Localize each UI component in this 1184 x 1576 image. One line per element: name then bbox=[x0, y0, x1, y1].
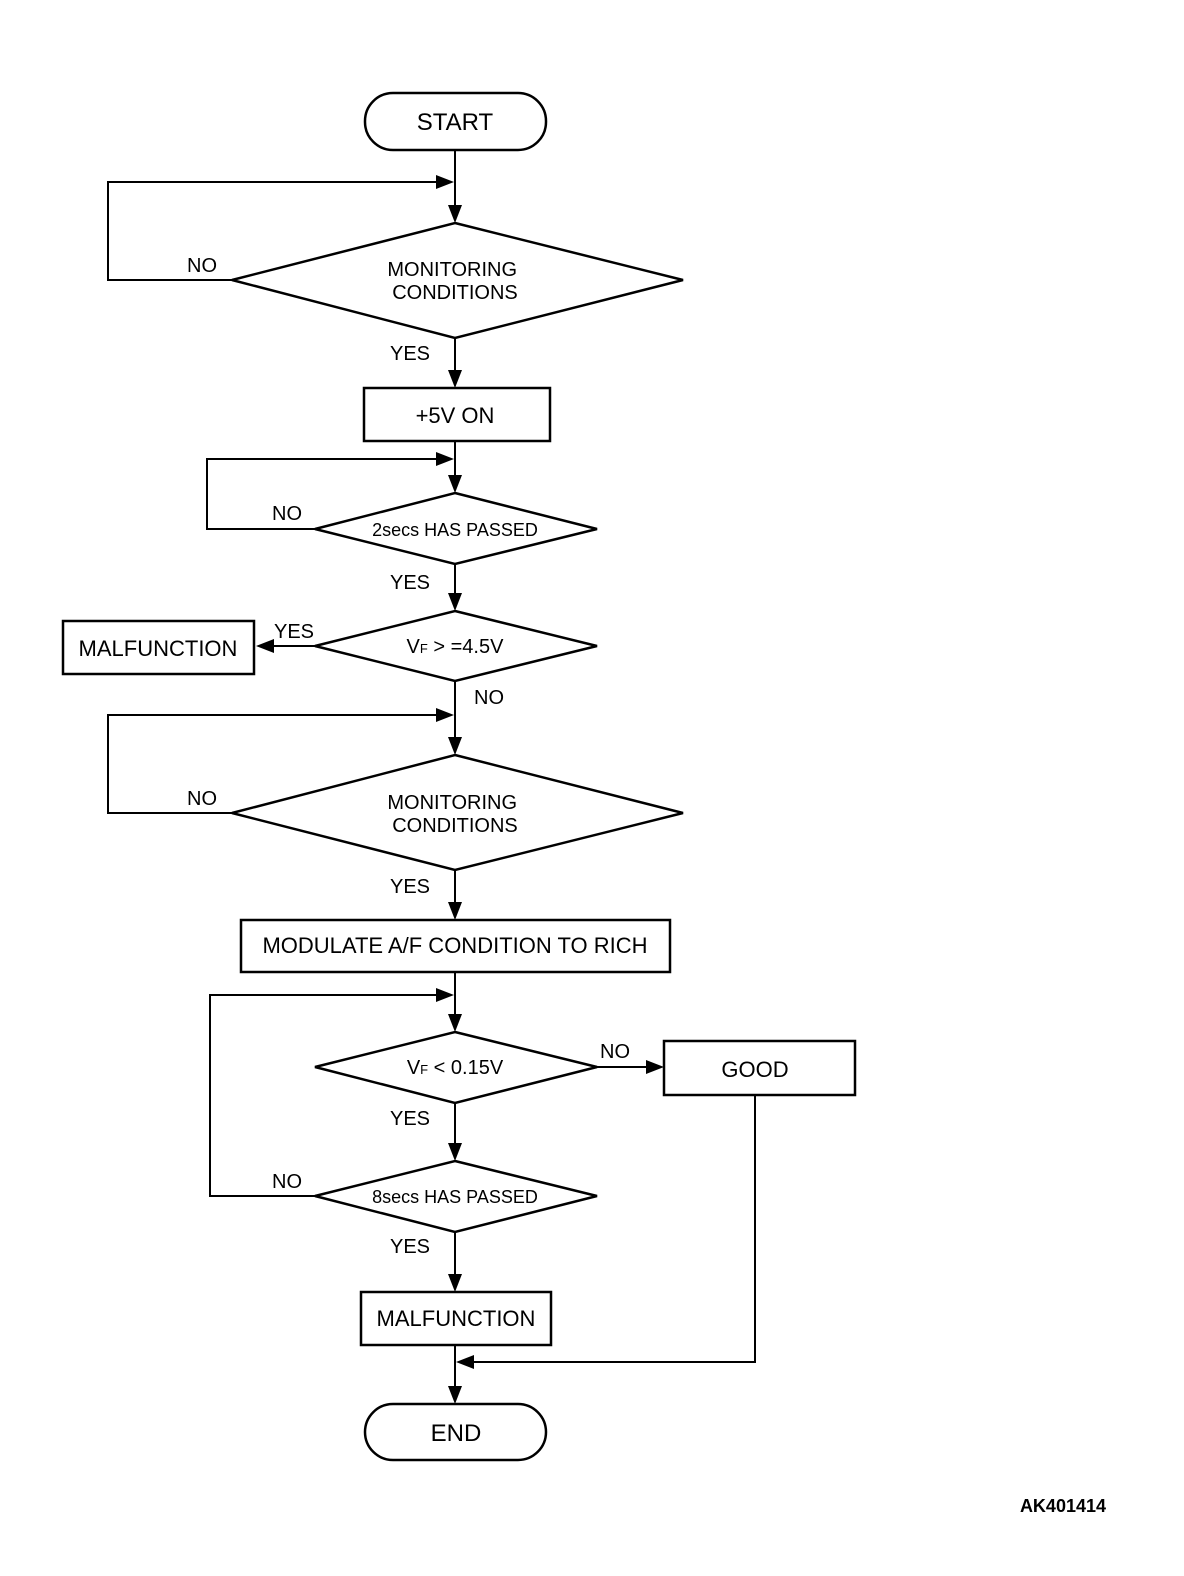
modulate-label: MODULATE A/F CONDITION TO RICH bbox=[262, 933, 647, 958]
no-label-3: NO bbox=[474, 687, 504, 709]
vf-high-sub: F bbox=[420, 641, 428, 656]
end-terminal: END bbox=[363, 1402, 548, 1462]
decision-monitoring-conditions-1: MONITORING CONDITIONS bbox=[231, 221, 684, 340]
yes-label-3: YES bbox=[274, 621, 314, 643]
vf-high-rest: > =4.5V bbox=[428, 636, 504, 658]
yes-label-1: YES bbox=[390, 343, 430, 365]
good-label: GOOD bbox=[721, 1057, 788, 1082]
8secs-label: 8secs HAS PASSED bbox=[372, 1187, 538, 1207]
branch-labels: NO YES NO YES YES NO NO YES NO YES NO YE… bbox=[187, 255, 630, 1258]
vf-high-main: V bbox=[407, 636, 421, 658]
no-label-6: NO bbox=[272, 1171, 302, 1193]
vf-low-rest: < 0.15V bbox=[428, 1057, 504, 1079]
malfunction-2-label: MALFUNCTION bbox=[377, 1306, 536, 1331]
no-label-4: NO bbox=[187, 788, 217, 810]
monitoring-1-line-2: CONDITIONS bbox=[392, 282, 518, 304]
decision-monitoring-conditions-2: MONITORING CONDITIONS bbox=[231, 753, 684, 872]
yes-label-4: YES bbox=[390, 876, 430, 898]
2secs-label: 2secs HAS PASSED bbox=[372, 520, 538, 540]
no-label-5: NO bbox=[600, 1041, 630, 1063]
monitoring-2-line-1: MONITORING bbox=[387, 792, 517, 814]
malfunction-1-label: MALFUNCTION bbox=[79, 636, 238, 661]
process-5v-on: +5V ON bbox=[362, 386, 552, 443]
monitoring-1-line-1: MONITORING bbox=[387, 259, 517, 281]
monitoring-conditions-2-label: MONITORING CONDITIONS bbox=[387, 792, 522, 837]
good-box: GOOD bbox=[662, 1039, 857, 1097]
no-label-1: NO bbox=[187, 255, 217, 277]
vf-low-label: VF < 0.15V bbox=[407, 1057, 504, 1079]
vf-low-sub: F bbox=[420, 1062, 428, 1077]
monitoring-2-line-2: CONDITIONS bbox=[392, 815, 518, 837]
process-modulate-af: MODULATE A/F CONDITION TO RICH bbox=[239, 918, 672, 974]
vf-high-label: VF > =4.5V bbox=[407, 636, 505, 658]
monitoring-conditions-1-label: MONITORING CONDITIONS bbox=[387, 259, 522, 304]
decision-8secs-passed: 8secs HAS PASSED bbox=[314, 1159, 598, 1234]
start-label: START bbox=[417, 109, 494, 136]
malfunction-box-1: MALFUNCTION bbox=[61, 619, 256, 676]
decision-vf-high: VF > =4.5V bbox=[314, 609, 598, 683]
malfunction-box-2: MALFUNCTION bbox=[359, 1290, 553, 1347]
yes-label-6: YES bbox=[390, 1236, 430, 1258]
connectors bbox=[107, 150, 756, 1387]
no-label-2: NO bbox=[272, 503, 302, 525]
start-terminal: START bbox=[363, 91, 548, 152]
5v-on-label: +5V ON bbox=[416, 403, 495, 428]
yes-label-2: YES bbox=[390, 572, 430, 594]
reference-code: AK401414 bbox=[1020, 1496, 1106, 1516]
decision-2secs-passed: 2secs HAS PASSED bbox=[314, 491, 598, 566]
arrowheads bbox=[256, 175, 664, 1404]
decision-vf-low: VF < 0.15V bbox=[314, 1030, 598, 1105]
vf-low-main: V bbox=[407, 1057, 421, 1079]
end-label: END bbox=[431, 1420, 482, 1447]
yes-label-5: YES bbox=[390, 1108, 430, 1130]
